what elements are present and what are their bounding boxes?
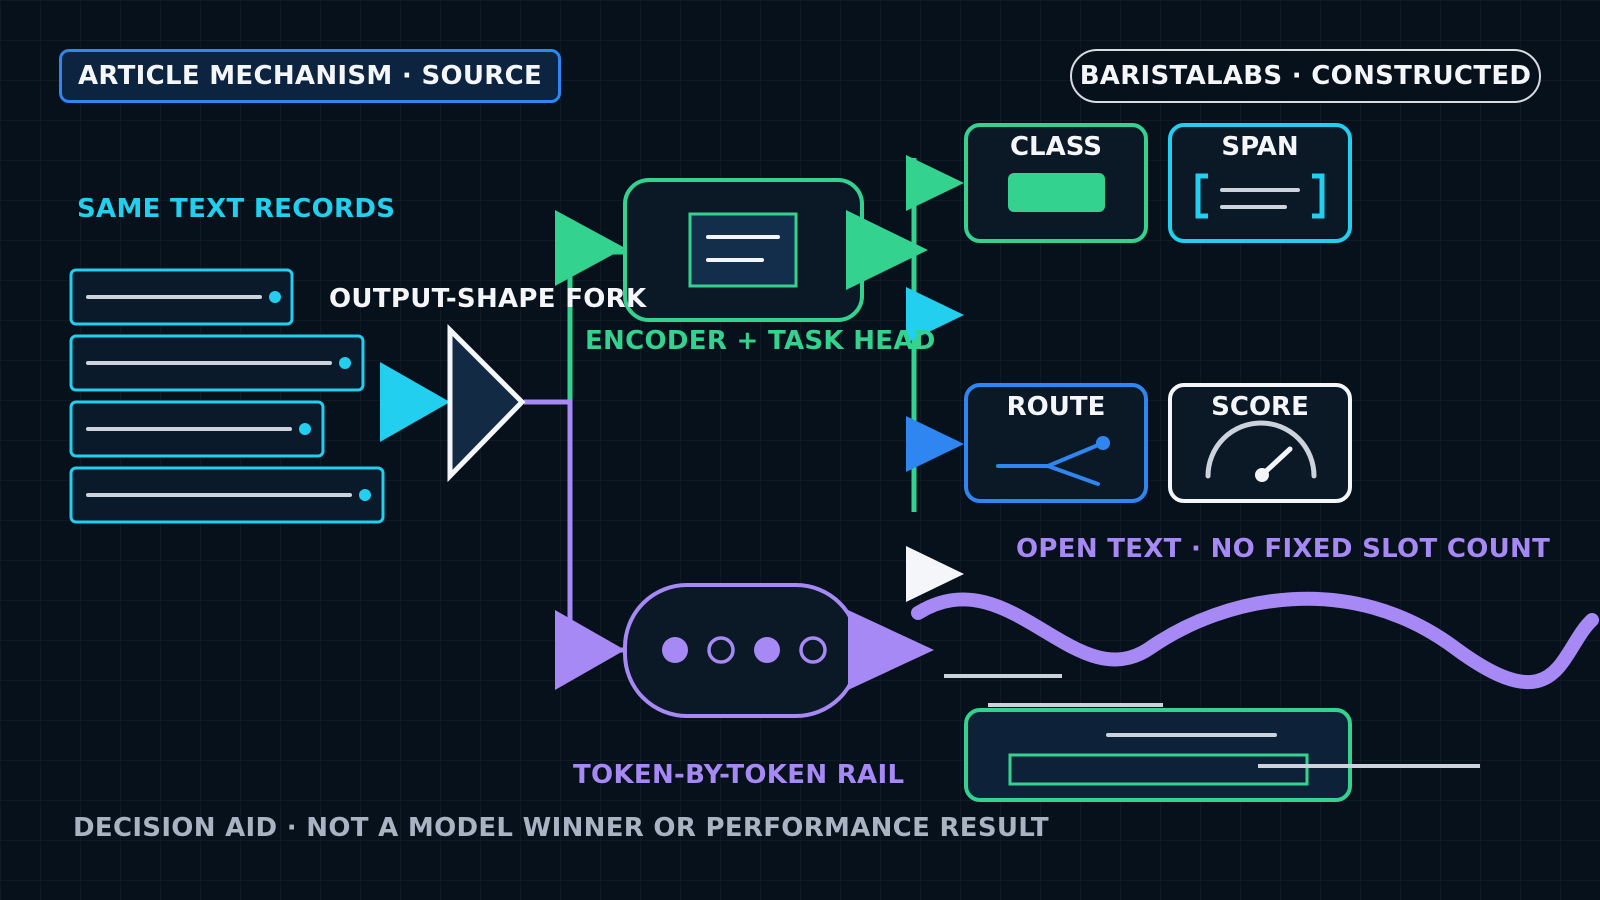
class-arrow (906, 155, 964, 211)
record-row (69, 268, 294, 326)
encoder-box (623, 178, 864, 322)
route-card (964, 383, 1148, 503)
class-card-title: CLASS (1009, 132, 1103, 162)
purple-rail (524, 399, 625, 653)
records-label: SAME TEXT RECORDS (77, 194, 396, 224)
open-text-label: OPEN TEXT · NO FIXED SLOT COUNT (1016, 534, 1551, 564)
constructed-badge-label: BARISTALABS · CONSTRUCTED (1079, 61, 1532, 91)
span-card (1168, 123, 1352, 243)
route-arrow (906, 416, 964, 472)
span-arrow (906, 287, 964, 343)
score-card-title: SCORE (1211, 392, 1309, 422)
record-row (69, 400, 325, 458)
constructed-badge: BARISTALABS · CONSTRUCTED (1070, 49, 1541, 103)
input-arrow (380, 362, 450, 442)
encoder-out-arrow (846, 210, 928, 290)
rail-out-arrow (848, 610, 934, 690)
source-badge: ARTICLE MECHANISM · SOURCE (59, 49, 561, 103)
fork-triangle (447, 323, 526, 483)
open-text-wave (911, 591, 1599, 690)
record-row (69, 334, 365, 392)
open-text-arrow (906, 546, 964, 602)
token-rail-box (623, 583, 860, 718)
source-badge-label: ARTICLE MECHANISM · SOURCE (78, 61, 543, 91)
route-card-title: ROUTE (1006, 392, 1106, 422)
text-records (69, 268, 385, 524)
record-row (69, 466, 385, 524)
score-card (1168, 383, 1352, 503)
encoder-label: ENCODER + TASK HEAD (585, 326, 936, 356)
footer-disclaimer: DECISION AID · NOT A MODEL WINNER OR PER… (73, 813, 1049, 843)
fork-label: OUTPUT-SHAPE FORK (329, 284, 647, 314)
span-card-title: SPAN (1221, 132, 1299, 162)
class-card (964, 123, 1148, 243)
token-rail-label: TOKEN-BY-TOKEN RAIL (573, 760, 905, 790)
generated-output-box (964, 708, 1352, 802)
rail-in-arrow (555, 610, 625, 690)
encoder-in-arrow (555, 210, 625, 286)
